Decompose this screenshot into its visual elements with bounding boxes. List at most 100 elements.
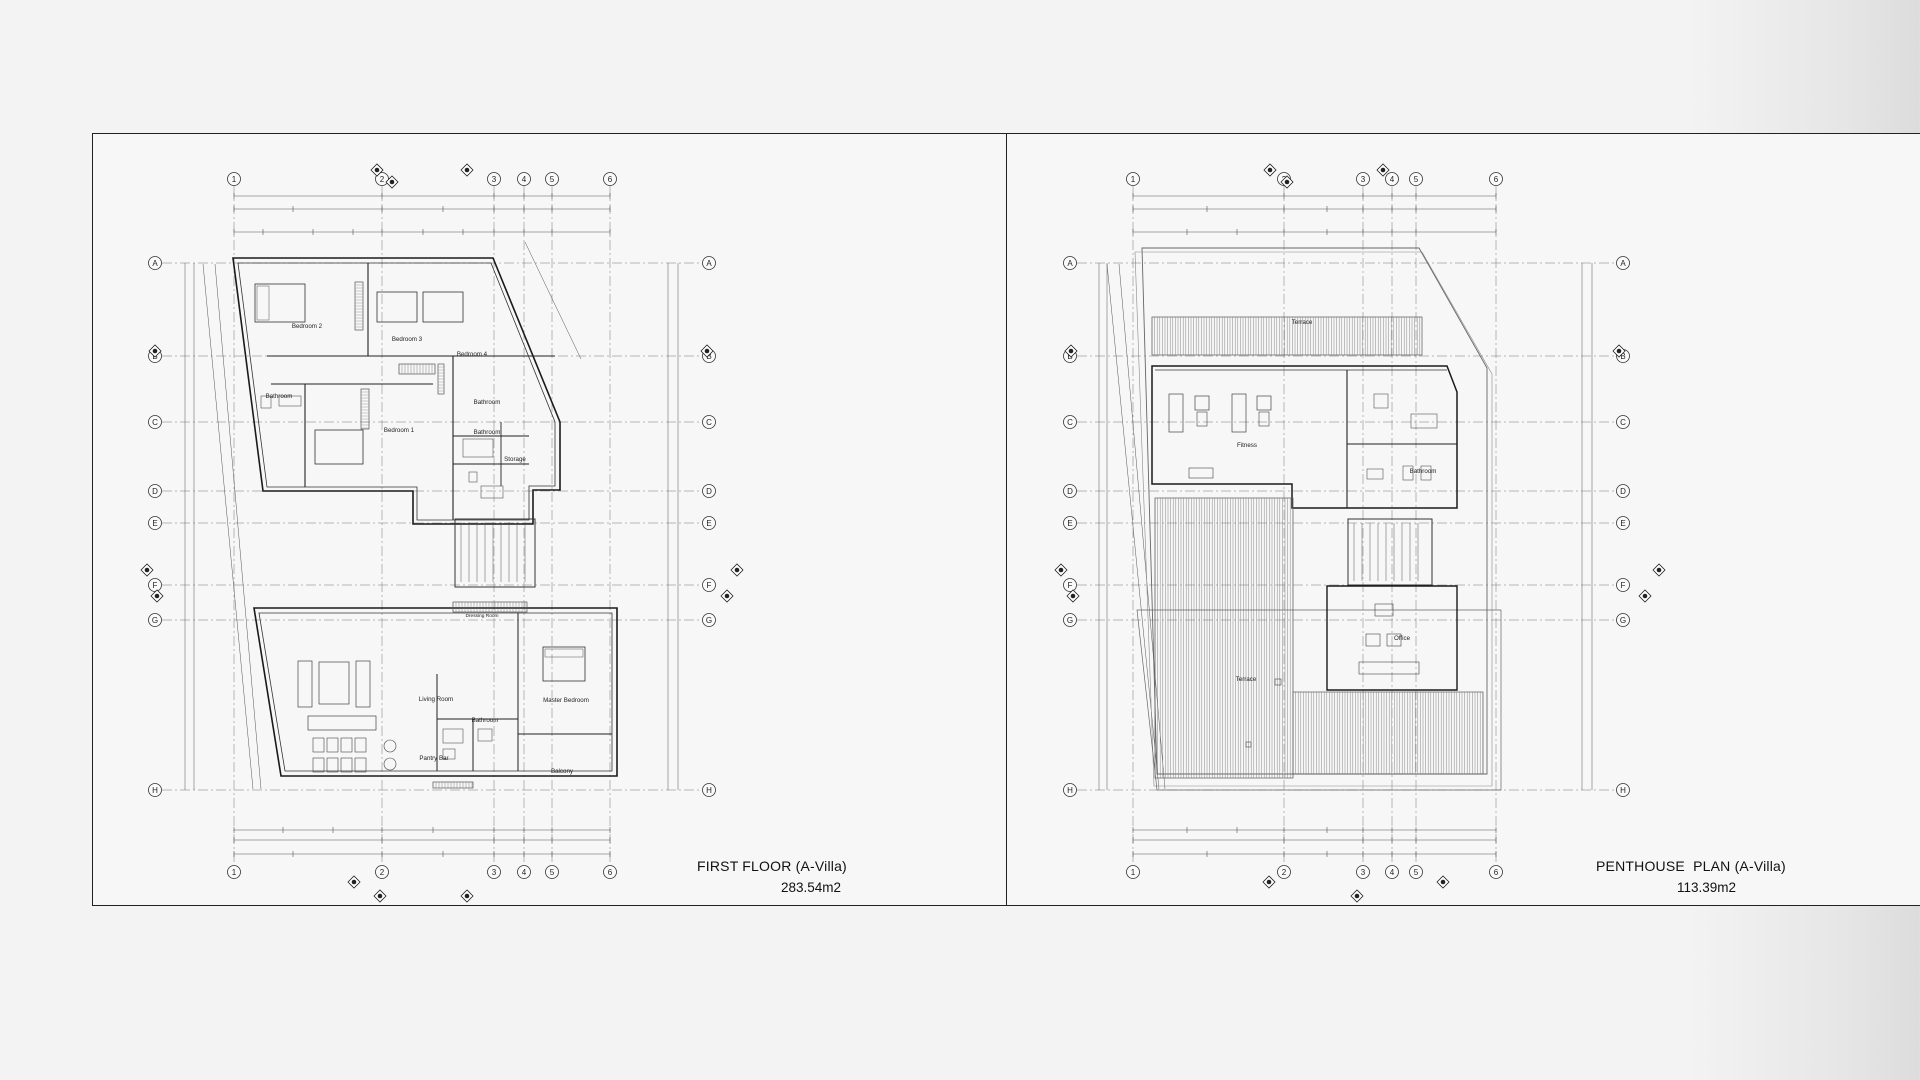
grid-column-5-bubble [545, 172, 559, 186]
grid-column-4-label: 4 [1390, 175, 1395, 184]
section-marker-dot [374, 167, 380, 173]
grid-column-5-bubble [1409, 865, 1423, 879]
grid-column-2-label: 2 [380, 868, 385, 877]
grid-row-F-label: F [1621, 581, 1626, 590]
terrace-paving [1292, 691, 1484, 775]
grid-row-F-label: F [153, 581, 158, 590]
grid-column-6-bubble [603, 172, 617, 186]
grid-row-E-label: E [1067, 519, 1072, 528]
section-marker-dot [1642, 593, 1648, 599]
dining-chair [312, 757, 325, 773]
toilet [1402, 465, 1414, 481]
grid-column-1-bubble [1126, 865, 1140, 879]
grid-row-F-label: F [707, 581, 712, 590]
bed [376, 291, 418, 323]
section-marker-dot [152, 348, 158, 354]
grid-row-D-label: D [1620, 487, 1626, 496]
bed [542, 646, 586, 682]
toilet [468, 471, 478, 483]
chair [1365, 633, 1381, 647]
section-marker-dot [377, 893, 383, 899]
grid-column-5-label: 5 [550, 175, 555, 184]
section-marker-dot [351, 879, 357, 885]
grid-row-C-bubble [1616, 415, 1630, 429]
section-marker-dot [1284, 179, 1290, 185]
room-label: Bathroom [474, 429, 501, 436]
dining-chair [354, 757, 367, 773]
grid-column-1-label: 1 [232, 868, 237, 877]
wardrobe [354, 281, 364, 331]
wardrobe [398, 363, 436, 375]
lower-block-inner-wall [258, 612, 613, 772]
sofa [297, 660, 313, 708]
grid-row-E-label: E [1620, 519, 1625, 528]
room-label: Bedroom 3 [392, 336, 423, 343]
grid-row-D-label: D [1067, 487, 1073, 496]
grid-row-G-label: G [152, 616, 158, 625]
pillow [544, 648, 584, 658]
exercise-machine [1256, 395, 1272, 411]
grid-row-F-bubble [1063, 578, 1077, 592]
sink [442, 728, 464, 744]
grid-row-E-bubble [702, 516, 716, 530]
room-label: Living Room [419, 696, 453, 703]
grid-column-5-label: 5 [1414, 175, 1419, 184]
section-marker-dot [1656, 567, 1662, 573]
grid-row-F-bubble [702, 578, 716, 592]
grid-row-G-bubble [702, 613, 716, 627]
grid-row-D-label: D [152, 487, 158, 496]
grid-row-G-bubble [148, 613, 162, 627]
grid-row-A-bubble [1616, 256, 1630, 270]
grid-row-F-label: F [1068, 581, 1073, 590]
exercise-machine [1194, 395, 1210, 411]
office-walls [1326, 585, 1458, 691]
grid-row-C-label: C [152, 418, 158, 427]
grid-row-C-bubble [1063, 415, 1077, 429]
penthouse-plan-drawing: 112233445566AABBCCDDEEFFGGHHTerraceFitne… [1054, 163, 1666, 903]
room-label: Bathroom [472, 717, 499, 724]
grid-row-H-bubble [148, 783, 162, 797]
drawing-sheet: 112233445566AABBCCDDEEFFGGHHBedroom 2Bed… [92, 133, 1920, 906]
grid-row-G-label: G [706, 616, 712, 625]
section-marker-dot [734, 567, 740, 573]
grid-row-C-bubble [702, 415, 716, 429]
grid-row-A-bubble [148, 256, 162, 270]
dimension-line [1106, 263, 1160, 790]
bed [422, 291, 464, 323]
grid-column-1-bubble [1126, 172, 1140, 186]
grid-row-A-label: A [152, 259, 158, 268]
plan-title: PENTHOUSE PLAN (A-Villa) [1596, 858, 1786, 874]
dimension-line [1118, 263, 1166, 790]
bed [314, 429, 364, 465]
grid-column-4-bubble [1385, 172, 1399, 186]
grid-column-6-label: 6 [1494, 868, 1499, 877]
sofa [355, 660, 371, 708]
terrace-paving [1154, 497, 1294, 779]
plan-area: 113.39m2 [1677, 880, 1737, 895]
threshold [432, 781, 474, 789]
grid-row-G-label: G [1620, 616, 1626, 625]
section-marker-dot [154, 593, 160, 599]
first-floor-plan-panel: 112233445566AABBCCDDEEFFGGHHBedroom 2Bed… [93, 134, 1006, 905]
grid-row-H-label: H [706, 786, 712, 795]
room-label: Master Bedroom [543, 697, 589, 704]
dining-chair [326, 737, 339, 753]
stair-landing [452, 601, 528, 613]
grid-column-2-bubble [375, 865, 389, 879]
room-label: Terrace [1236, 676, 1257, 683]
section-marker-dot [1266, 879, 1272, 885]
lower-block-outline [253, 607, 618, 777]
grid-column-2-bubble [1277, 865, 1291, 879]
terrace-paving [1151, 316, 1423, 356]
section-marker-dot [464, 893, 470, 899]
grid-row-D-bubble [148, 484, 162, 498]
dining-chair [312, 737, 325, 753]
grid-row-A-bubble [702, 256, 716, 270]
grid-row-H-bubble [1616, 783, 1630, 797]
dining-chair [354, 737, 367, 753]
grid-column-1-label: 1 [232, 175, 237, 184]
grid-row-E-label: E [152, 519, 157, 528]
room-label: Bedroom 1 [384, 427, 415, 434]
wardrobe [437, 363, 445, 395]
grid-row-D-label: D [706, 487, 712, 496]
